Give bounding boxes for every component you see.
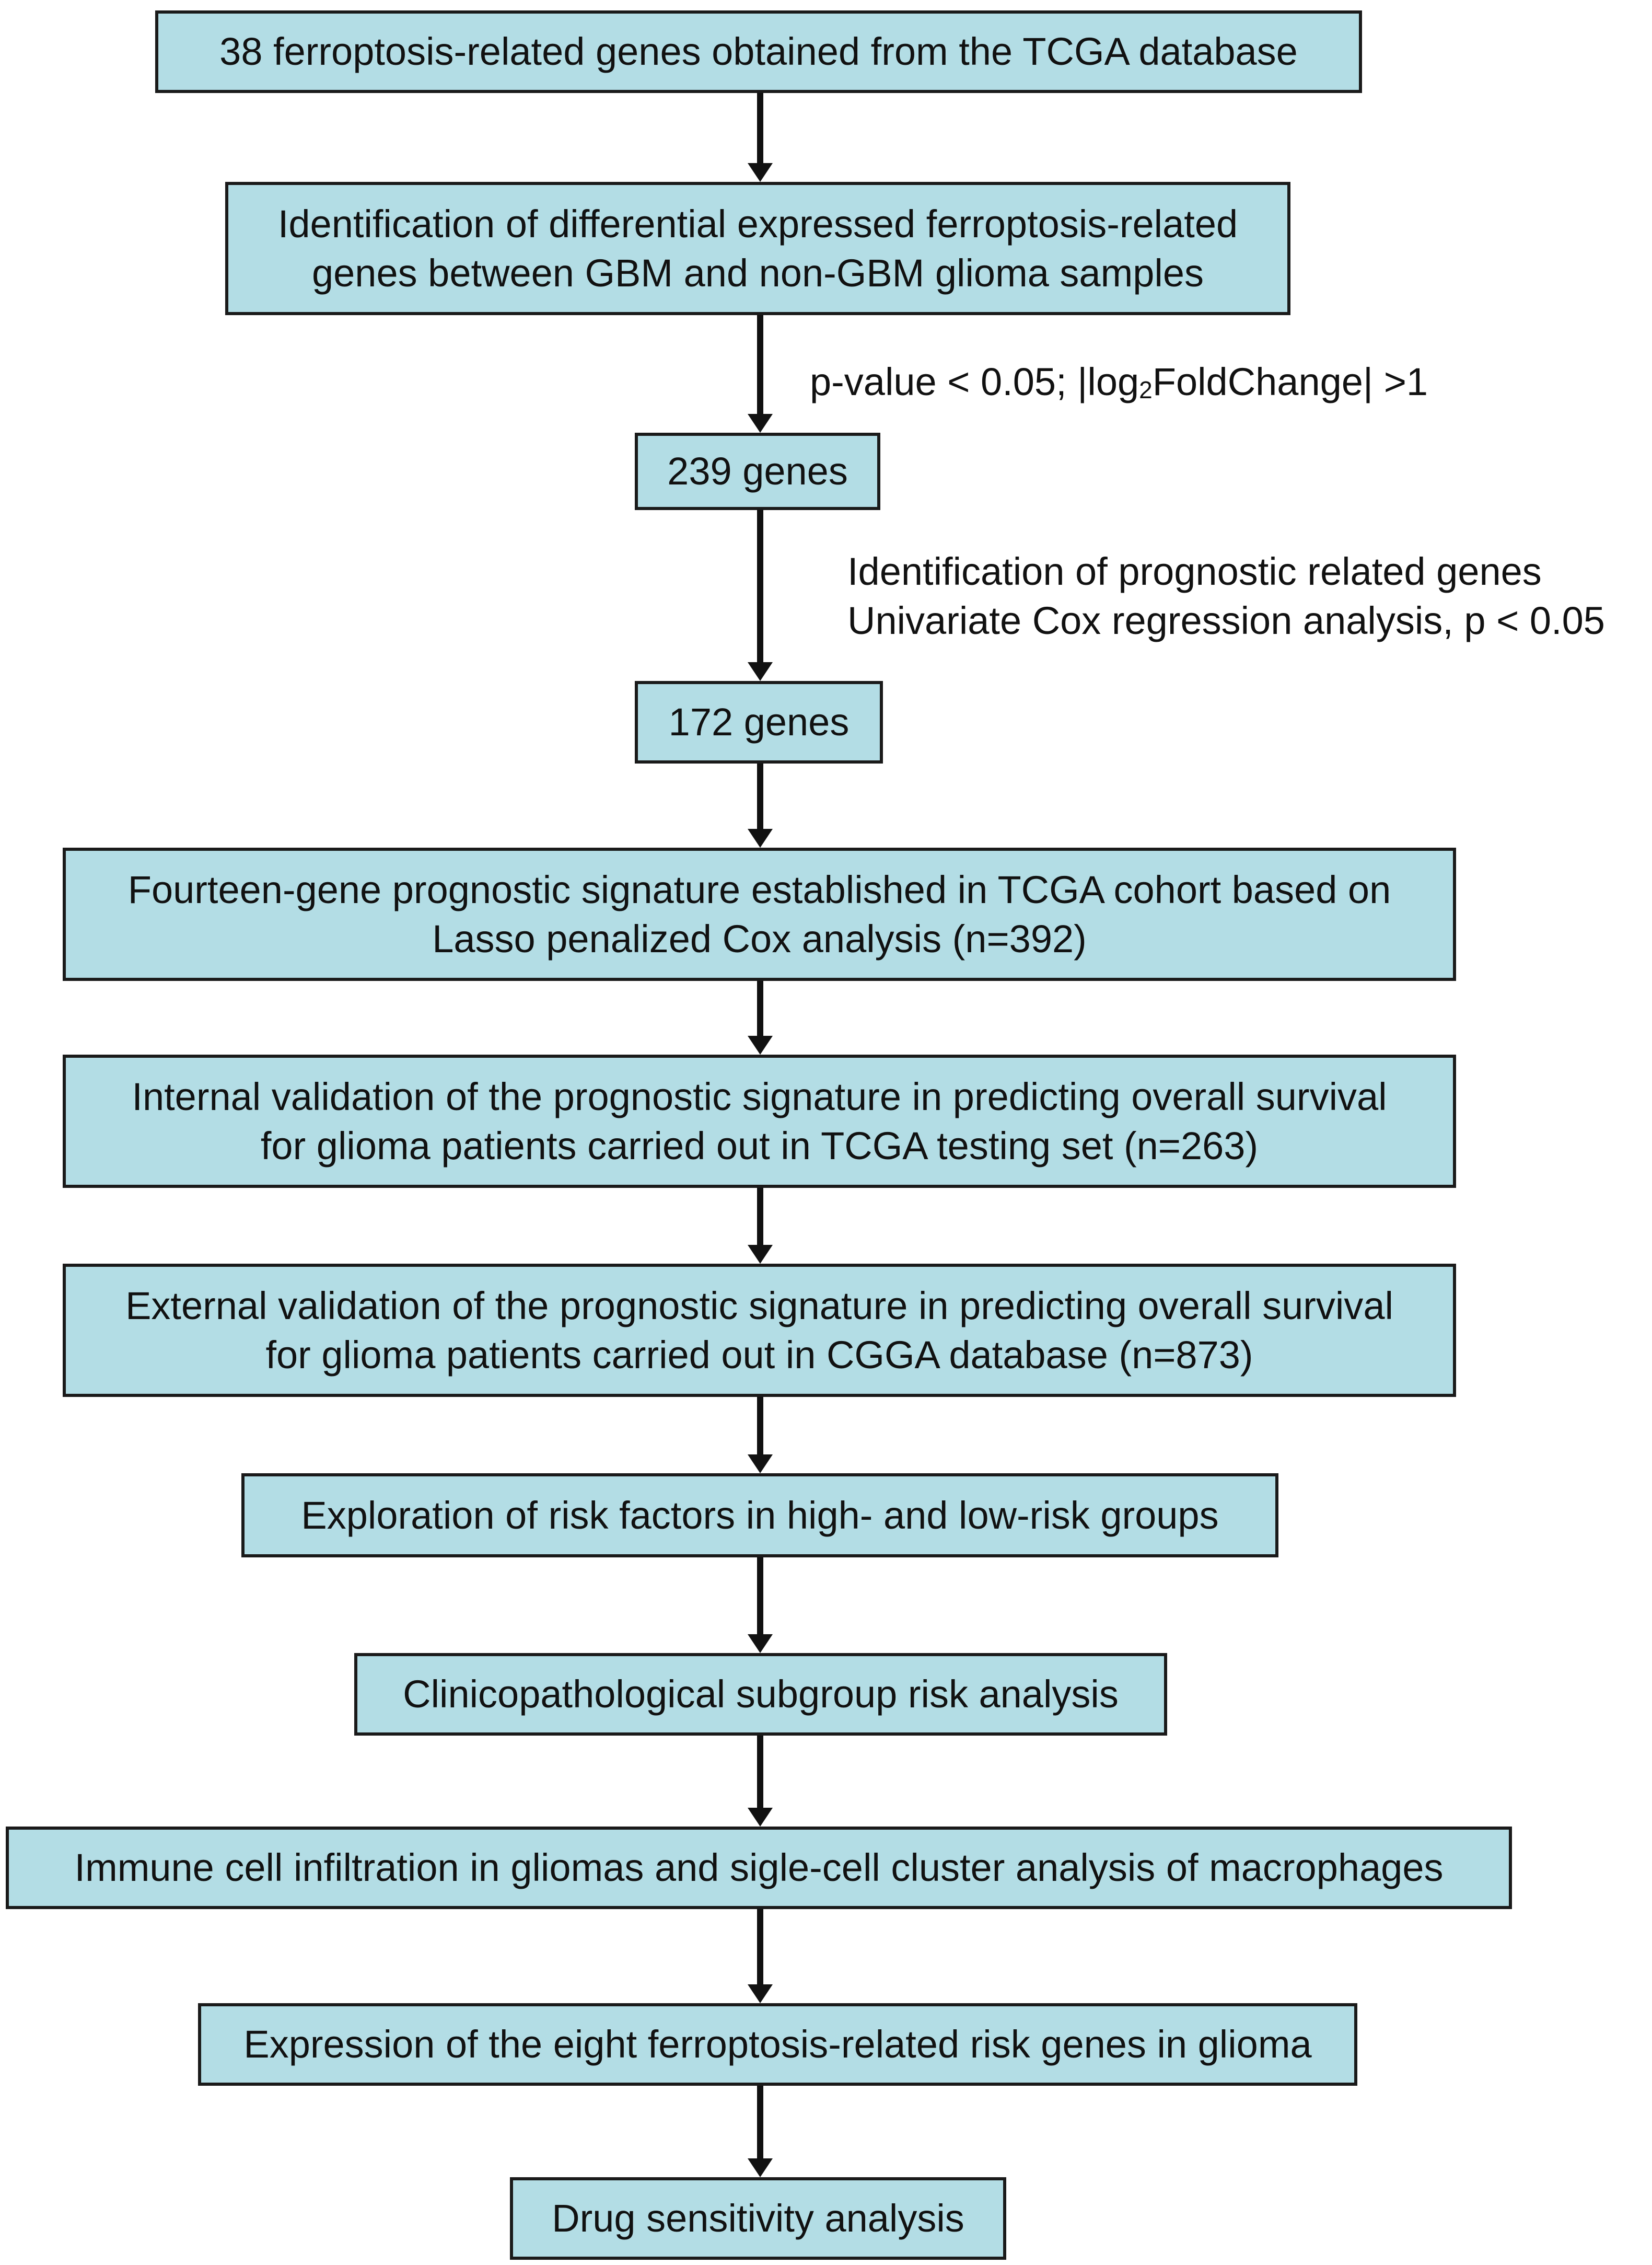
filter-annotation-deg: p-value < 0.05; |log2FoldChange| >1: [810, 357, 1428, 407]
step-text-line: genes between GBM and non-GBM glioma sam…: [311, 251, 1204, 295]
step-text-line: Identification of differential expressed…: [277, 202, 1238, 246]
step-drug-sensitivity: Drug sensitivity analysis: [510, 2177, 1006, 2260]
filter-text-suffix: FoldChange| >1: [1152, 360, 1428, 403]
arrow-head: [748, 1984, 773, 2003]
arrow-head: [748, 414, 773, 433]
step-text-line: Fourteen-gene prognostic signature estab…: [127, 868, 1391, 911]
step-prognostic-signature: Fourteen-gene prognostic signature estab…: [63, 848, 1456, 981]
step-text-line: External validation of the prognostic si…: [125, 1284, 1393, 1327]
step-source-genes: 38 ferroptosis-related genes obtained fr…: [155, 10, 1362, 93]
flow-arrow: [748, 981, 773, 1055]
flow-arrow: [748, 764, 773, 848]
flow-arrow: [748, 2086, 773, 2177]
step-text-line: for glioma patients carried out in CGGA …: [265, 1333, 1253, 1377]
step-text-line: Immune cell infiltration in gliomas and …: [74, 1846, 1444, 1890]
flow-arrow: [748, 93, 773, 182]
filter-text-line: Univariate Cox regression analysis, p < …: [847, 598, 1605, 642]
arrow-head: [748, 1808, 773, 1827]
arrow-head: [748, 1454, 773, 1473]
step-239-genes: 239 genes: [635, 433, 880, 510]
step-external-validation: External validation of the prognostic si…: [63, 1264, 1456, 1397]
flow-arrow: [748, 1188, 773, 1264]
step-text-line: Exploration of risk factors in high- and…: [301, 1493, 1219, 1537]
step-text-line: for glioma patients carried out in TCGA …: [260, 1124, 1259, 1168]
filter-text-line: Identification of prognostic related gen…: [847, 550, 1542, 593]
arrow-head: [748, 662, 773, 681]
filter-text-prefix: p-value < 0.05; |log: [810, 360, 1139, 403]
step-internal-validation: Internal validation of the prognostic si…: [63, 1055, 1456, 1188]
step-text-line: Clinicopathological subgroup risk analys…: [403, 1672, 1119, 1716]
step-text-line: Lasso penalized Cox analysis (n=392): [432, 917, 1087, 961]
arrow-head: [748, 1634, 773, 1653]
step-text-line: Expression of the eight ferroptosis-rela…: [243, 2023, 1312, 2066]
arrow-head: [748, 163, 773, 182]
step-risk-factors: Exploration of risk factors in high- and…: [241, 1473, 1278, 1557]
flow-arrow: [748, 1909, 773, 2003]
flow-arrow: [748, 1736, 773, 1827]
flow-arrow: [748, 1397, 773, 1473]
step-immune-infiltration: Immune cell infiltration in gliomas and …: [6, 1827, 1512, 1909]
step-differential-expression: Identification of differential expressed…: [225, 182, 1290, 315]
step-text-line: 239 genes: [667, 449, 848, 493]
filter-annotation-cox: Identification of prognostic related gen…: [847, 547, 1605, 645]
filter-text-subscript: 2: [1139, 376, 1153, 403]
arrow-head: [748, 2158, 773, 2177]
step-text-line: Drug sensitivity analysis: [552, 2197, 964, 2240]
flow-arrow: [748, 510, 773, 681]
step-gene-expression: Expression of the eight ferroptosis-rela…: [198, 2003, 1357, 2086]
step-text-line: Internal validation of the prognostic si…: [132, 1074, 1387, 1118]
step-172-genes: 172 genes: [635, 681, 883, 764]
flow-arrow: [748, 1557, 773, 1653]
arrow-head: [748, 829, 773, 848]
step-text-line: 38 ferroptosis-related genes obtained fr…: [219, 30, 1298, 74]
step-text-line: 172 genes: [668, 700, 850, 744]
arrow-head: [748, 1245, 773, 1264]
step-subgroup-analysis: Clinicopathological subgroup risk analys…: [354, 1653, 1167, 1736]
arrow-head: [748, 1036, 773, 1055]
flow-arrow: [748, 315, 773, 433]
